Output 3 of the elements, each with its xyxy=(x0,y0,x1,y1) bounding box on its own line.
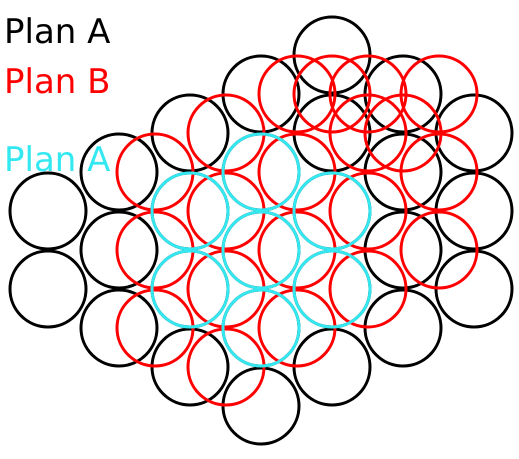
legend-text: Plan B xyxy=(4,62,110,102)
legend-text: Plan A xyxy=(4,140,110,180)
legend-text: Plan A xyxy=(4,12,110,52)
